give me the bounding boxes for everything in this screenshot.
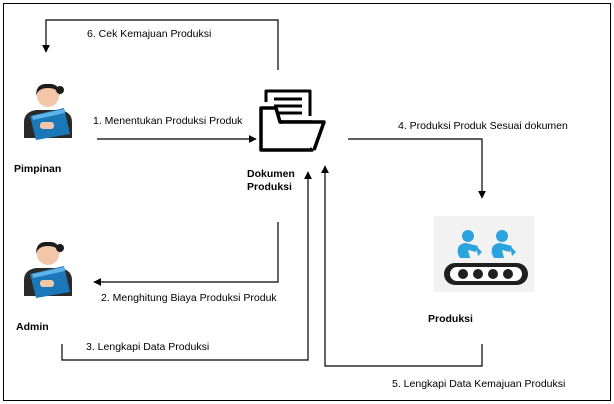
edge-4-label: 4. Produksi Produk Sesuai dokumen: [398, 120, 568, 132]
node-dokumen-label-line2: Produksi: [247, 181, 292, 193]
node-dokumen: Dokumen Produksi: [247, 89, 326, 193]
conveyor-workers-icon: [444, 230, 528, 285]
person-reading-icon: [24, 83, 72, 140]
edge-6-label: 6. Cek Kemajuan Produksi: [87, 28, 211, 40]
edge-5-label: 5. Lengkapi Data Kemajuan Produksi: [392, 378, 565, 390]
edge-2-line: [93, 222, 279, 286]
diagram-frame: [3, 3, 611, 401]
edge-2-label: 2. Menghitung Biaya Produksi Produk: [101, 292, 277, 304]
node-produksi-label: Produksi: [428, 313, 473, 325]
node-dokumen-label-line1: Dokumen: [247, 168, 295, 180]
edge-1-label: 1. Menentukan Produksi Produk: [93, 115, 243, 127]
person-reading-icon: [24, 241, 72, 298]
node-pimpinan-label: Pimpinan: [14, 163, 61, 175]
edge-6-line: [42, 19, 279, 70]
node-admin-label: Admin: [16, 321, 49, 333]
edge-5-line: [321, 165, 483, 367]
edge-3-line: [61, 171, 312, 361]
node-pimpinan: Pimpinan: [14, 83, 72, 175]
edge-3-label: 3. Lengkapi Data Produksi: [86, 341, 209, 353]
folder-document-icon: [259, 89, 326, 152]
node-admin: Admin: [16, 241, 72, 333]
node-produksi: Produksi: [428, 216, 534, 325]
edge-4-line: [348, 138, 486, 199]
